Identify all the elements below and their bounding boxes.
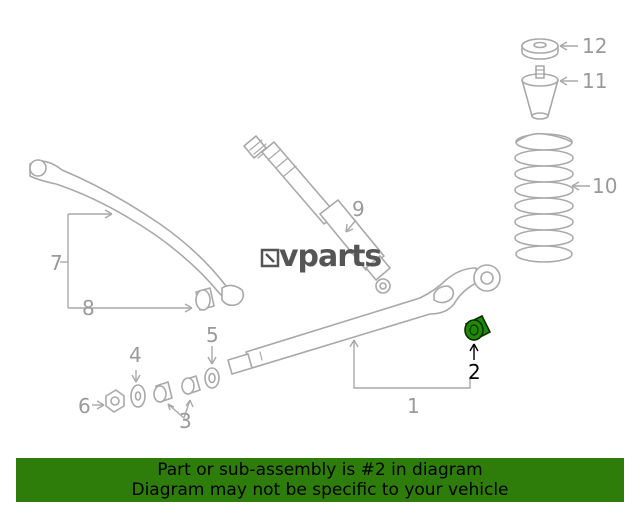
part-7-arm[interactable] <box>29 159 245 307</box>
part-3-bushing-set[interactable] <box>153 375 201 403</box>
part-11-bump-stop[interactable] <box>521 65 559 120</box>
vparts-logo: vparts <box>260 239 382 274</box>
part-12-spring-seat[interactable] <box>521 38 559 60</box>
callout-7: 7 <box>50 251 63 275</box>
part-5-washer[interactable] <box>204 367 220 389</box>
callout-6: 6 <box>78 394 91 418</box>
part-2-bushing-highlighted[interactable] <box>464 314 492 342</box>
part-10-coil-spring[interactable] <box>514 132 574 263</box>
part-8-bushing[interactable] <box>195 287 215 311</box>
callout-1: 1 <box>407 394 420 418</box>
callout-12: 12 <box>582 34 607 58</box>
callout-10: 10 <box>592 174 617 198</box>
callout-8: 8 <box>82 296 95 320</box>
callout-2: 2 <box>468 360 481 384</box>
part-6-nut[interactable] <box>105 389 125 413</box>
banner-line-1: Part or sub-assembly is #2 in diagram <box>157 460 483 480</box>
callout-3: 3 <box>179 409 192 433</box>
banner-line-2: Diagram may not be specific to your vehi… <box>131 480 509 500</box>
part-9-shock-absorber[interactable] <box>243 135 391 294</box>
callout-11: 11 <box>582 69 607 93</box>
callout-4: 4 <box>129 343 142 367</box>
info-banner: Part or sub-assembly is #2 in diagram Di… <box>16 458 624 502</box>
part-4-washer[interactable] <box>130 384 146 408</box>
callout-5: 5 <box>206 323 219 347</box>
part-1-control-arm[interactable] <box>227 264 501 375</box>
logo-text: vparts <box>279 239 381 274</box>
callout-9: 9 <box>352 197 365 221</box>
